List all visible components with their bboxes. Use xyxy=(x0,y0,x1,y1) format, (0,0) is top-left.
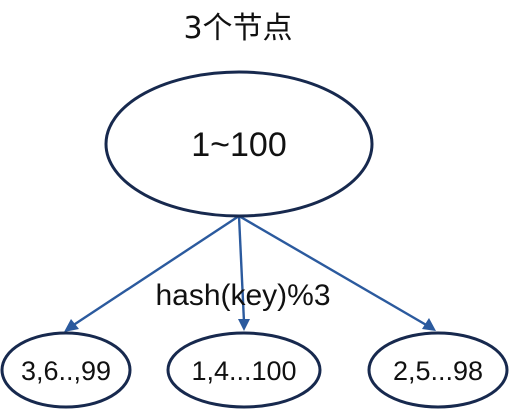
edge-to-child-3 xyxy=(238,214,429,328)
root-node-ellipse xyxy=(104,70,374,218)
edges xyxy=(64,214,436,332)
child-node-1-label: 3,6..,99 xyxy=(21,356,111,386)
child-node-3-label: 2,5...98 xyxy=(393,356,483,386)
child-node-2-label: 1,4...100 xyxy=(191,356,296,386)
root-node-label: 1~100 xyxy=(191,126,287,164)
edge-label: hash(key)%3 xyxy=(155,279,330,312)
root-node: 1~100 xyxy=(104,70,374,218)
child-node-2-ellipse xyxy=(166,331,322,409)
child-node-3-ellipse xyxy=(367,331,509,409)
child-node-1: 3,6..,99 xyxy=(0,331,132,409)
edge-to-child-1 xyxy=(71,214,240,328)
diagram-title: 3个节点 xyxy=(183,11,292,46)
child-node-1-ellipse xyxy=(0,331,132,409)
child-node-2: 1,4...100 xyxy=(166,331,322,409)
arrow-head-child-3 xyxy=(422,318,436,331)
child-node-3: 2,5...98 xyxy=(367,331,509,409)
arrow-head-child-1 xyxy=(64,319,79,332)
edge-to-child-2 xyxy=(237,215,246,323)
arrow-head-child-2 xyxy=(238,319,250,331)
